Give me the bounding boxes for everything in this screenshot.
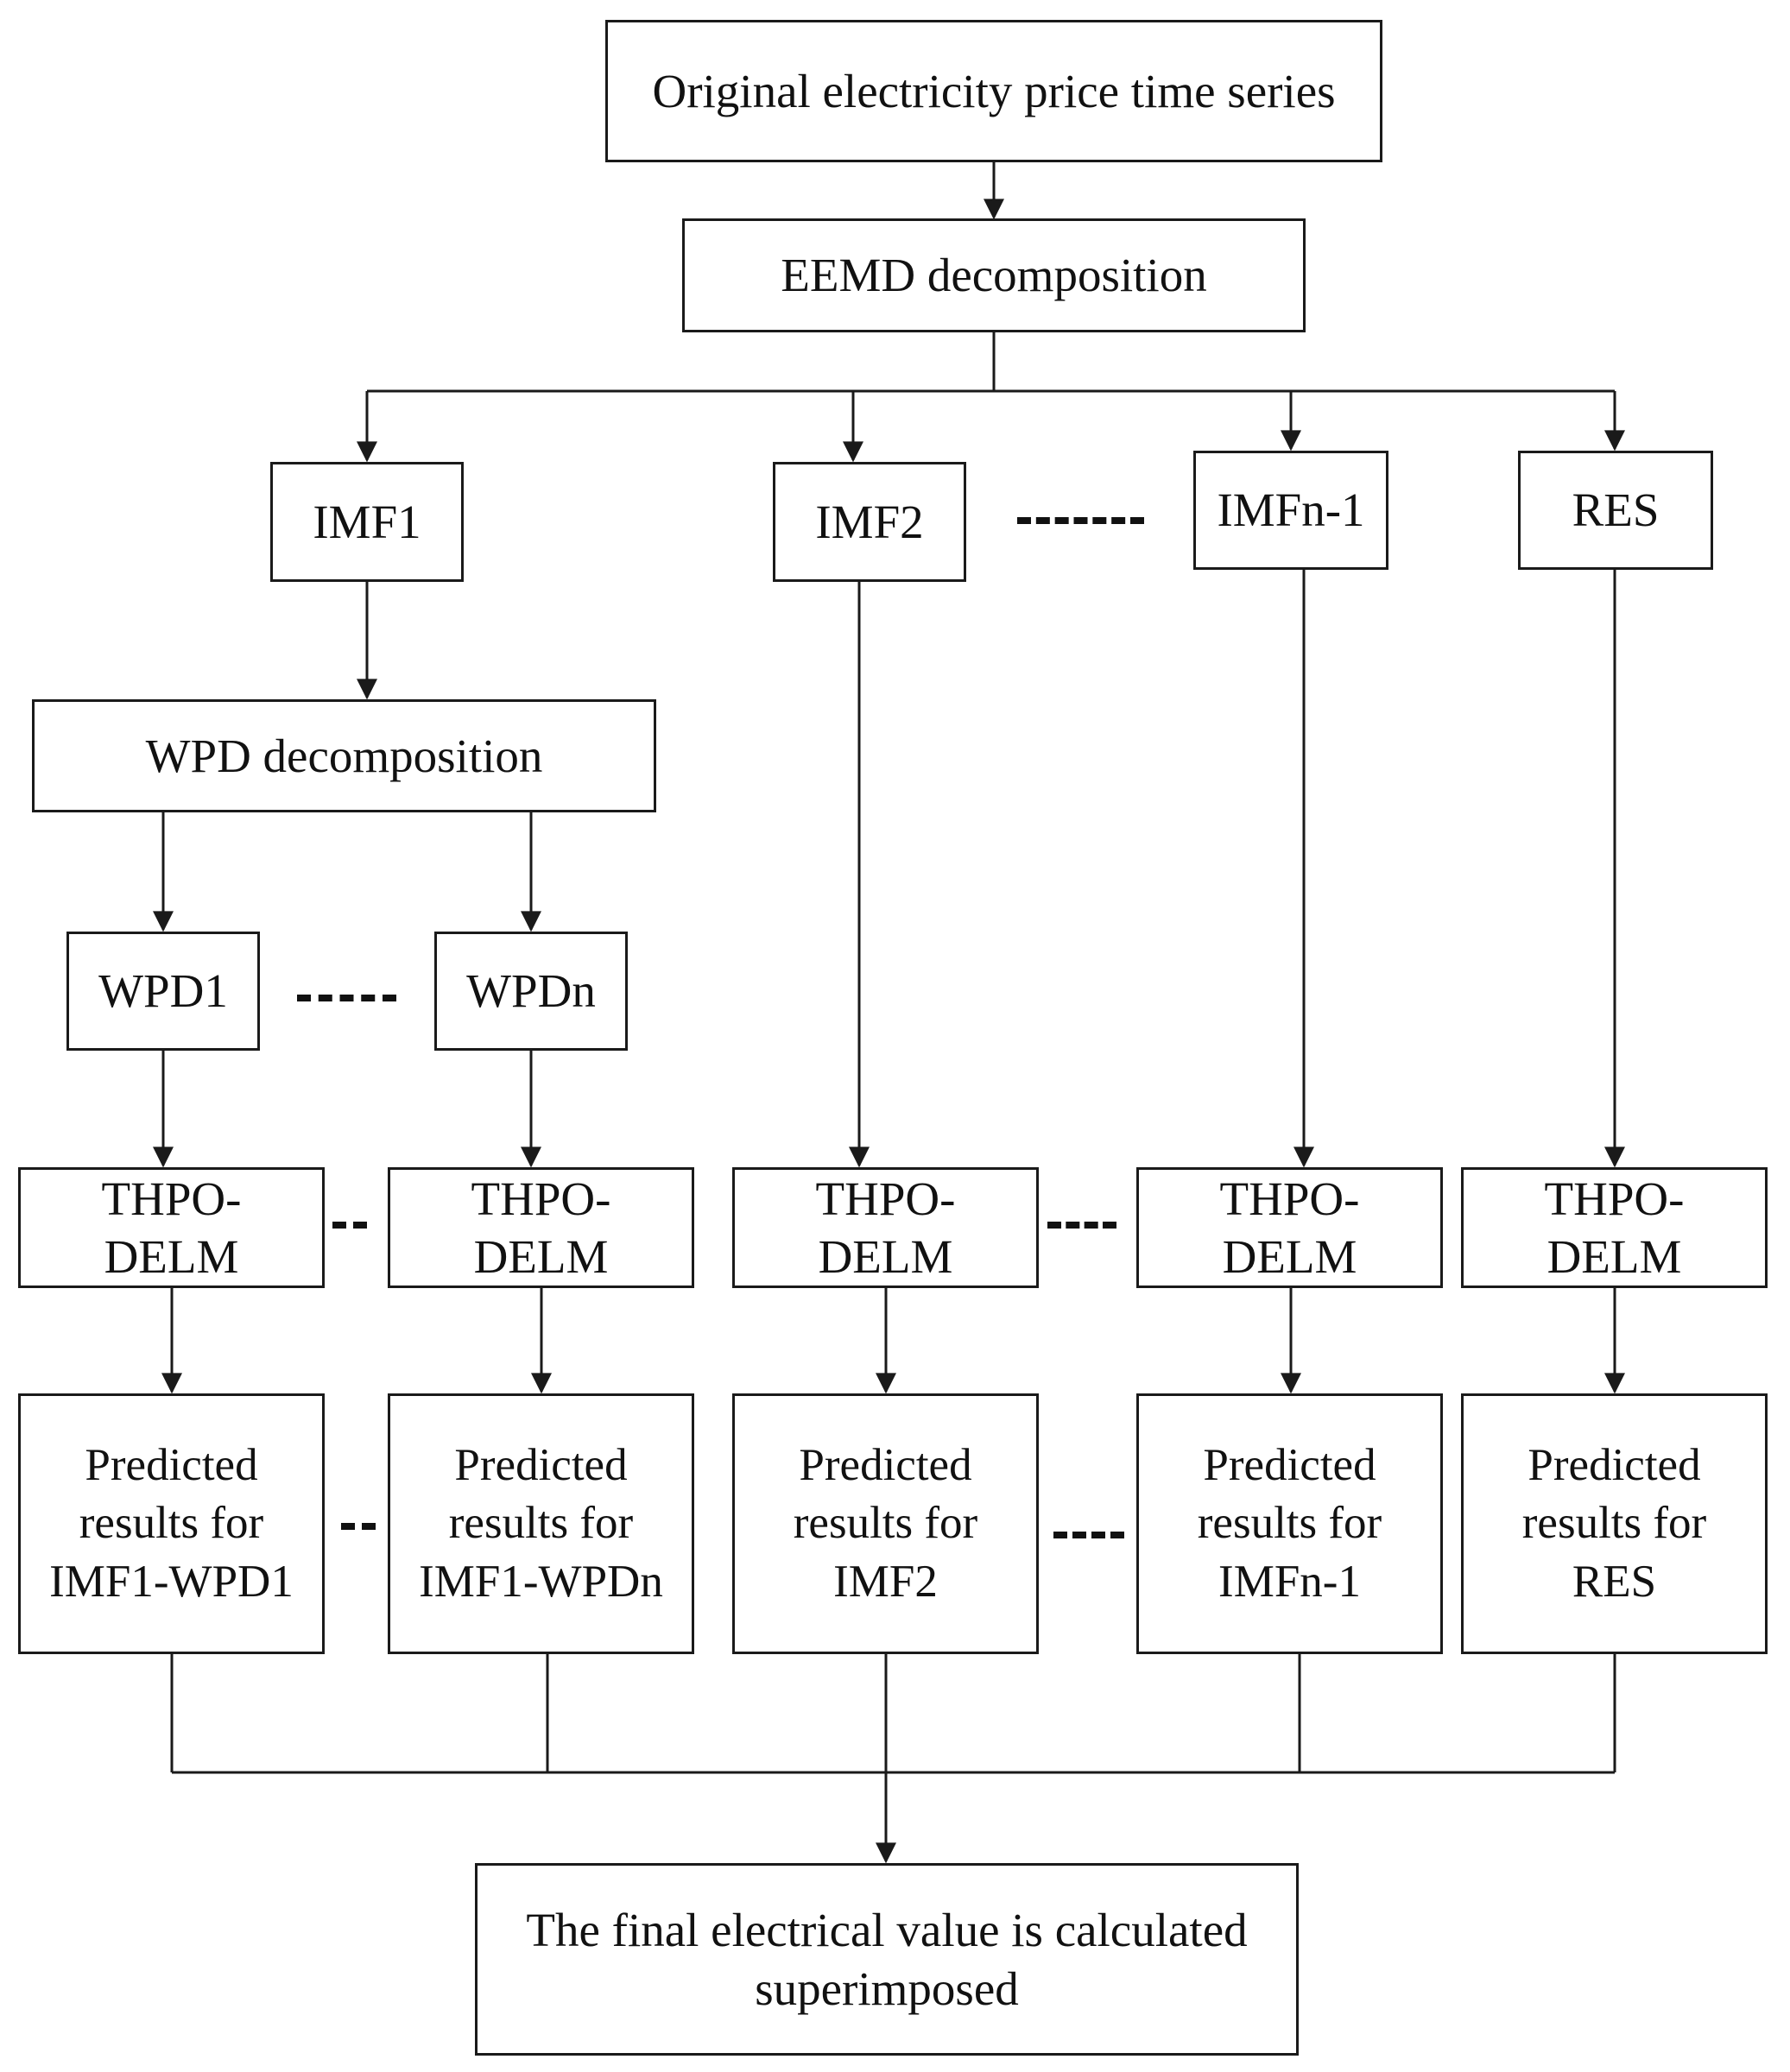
predicted-line1: Predicted: [454, 1440, 628, 1491]
imfn1-box: IMFn-1: [1193, 451, 1388, 570]
final-value-line1: The final electrical value is calculated: [526, 1904, 1248, 1957]
predicted-line3: RES: [1572, 1556, 1657, 1607]
wpd1-label: WPD1: [98, 964, 228, 1018]
predicted-line3: IMF1-WPD1: [49, 1556, 294, 1607]
predicted-results-imf1-wpd1-box: Predicted results for IMF1-WPD1: [18, 1393, 325, 1654]
final-value-line2: superimposed: [755, 1961, 1019, 2015]
predicted-line1: Predicted: [1528, 1440, 1701, 1491]
thpo-delm-line2: DELM: [473, 1230, 609, 1283]
thpo-delm-line1: THPO-: [1219, 1172, 1360, 1225]
predicted-line3: IMF1-WPDn: [419, 1556, 663, 1607]
predicted-line2: results for: [1197, 1498, 1382, 1549]
ellipsis-pred-3-4: [1053, 1532, 1124, 1538]
imfn1-label: IMFn-1: [1217, 483, 1365, 537]
thpo-delm-line1: THPO-: [471, 1172, 611, 1225]
eemd-decomposition-label: EEMD decomposition: [781, 249, 1207, 302]
ellipsis-pred-1-2: [341, 1523, 376, 1530]
predicted-line2: results for: [448, 1498, 634, 1549]
res-box: RES: [1518, 451, 1713, 570]
predicted-line2: results for: [1521, 1498, 1707, 1549]
imf1-label: IMF1: [313, 495, 421, 548]
wpdn-box: WPDn: [434, 932, 628, 1051]
predicted-line1: Predicted: [85, 1440, 258, 1491]
predicted-line2: results for: [79, 1498, 264, 1549]
predicted-line1: Predicted: [1203, 1440, 1376, 1491]
thpo-delm-box-imfn1: THPO- DELM: [1136, 1167, 1443, 1288]
thpo-delm-line1: THPO-: [815, 1172, 956, 1225]
thpo-delm-line2: DELM: [1546, 1230, 1682, 1283]
thpo-delm-line2: DELM: [818, 1230, 953, 1283]
predicted-line3: IMF2: [833, 1556, 938, 1607]
original-series-box: Original electricity price time series: [605, 20, 1382, 162]
ellipsis-imf2-imfn1: [1017, 517, 1144, 524]
predicted-results-imfn1-box: Predicted results for IMFn-1: [1136, 1393, 1443, 1654]
imf2-label: IMF2: [815, 495, 924, 548]
ellipsis-wpd1-wpdn: [297, 995, 396, 1001]
thpo-delm-box-imf1-wpdn: THPO- DELM: [388, 1167, 694, 1288]
wpd1-box: WPD1: [66, 932, 260, 1051]
imf1-box: IMF1: [270, 462, 464, 582]
thpo-delm-box-imf2: THPO- DELM: [732, 1167, 1039, 1288]
final-value-box: The final electrical value is calculated…: [475, 1863, 1299, 2056]
imf2-box: IMF2: [773, 462, 966, 582]
predicted-line2: results for: [793, 1498, 978, 1549]
predicted-results-imf2-box: Predicted results for IMF2: [732, 1393, 1039, 1654]
res-label: RES: [1572, 483, 1660, 537]
ellipsis-model-3-4: [1047, 1222, 1116, 1229]
wpd-decomposition-box: WPD decomposition: [32, 699, 656, 812]
ellipsis-model-1-2: [332, 1222, 367, 1229]
original-series-label: Original electricity price time series: [652, 64, 1336, 117]
wpdn-label: WPDn: [466, 964, 596, 1018]
thpo-delm-box-res: THPO- DELM: [1461, 1167, 1768, 1288]
thpo-delm-line1: THPO-: [101, 1172, 242, 1225]
eemd-decomposition-box: EEMD decomposition: [682, 218, 1306, 332]
predicted-results-imf1-wpdn-box: Predicted results for IMF1-WPDn: [388, 1393, 694, 1654]
thpo-delm-line2: DELM: [1222, 1230, 1357, 1283]
thpo-delm-line1: THPO-: [1544, 1172, 1685, 1225]
predicted-line1: Predicted: [799, 1440, 972, 1491]
predicted-line3: IMFn-1: [1218, 1556, 1361, 1607]
predicted-results-res-box: Predicted results for RES: [1461, 1393, 1768, 1654]
wpd-decomposition-label: WPD decomposition: [145, 729, 543, 782]
thpo-delm-line2: DELM: [104, 1230, 239, 1283]
thpo-delm-box-imf1-wpd1: THPO- DELM: [18, 1167, 325, 1288]
